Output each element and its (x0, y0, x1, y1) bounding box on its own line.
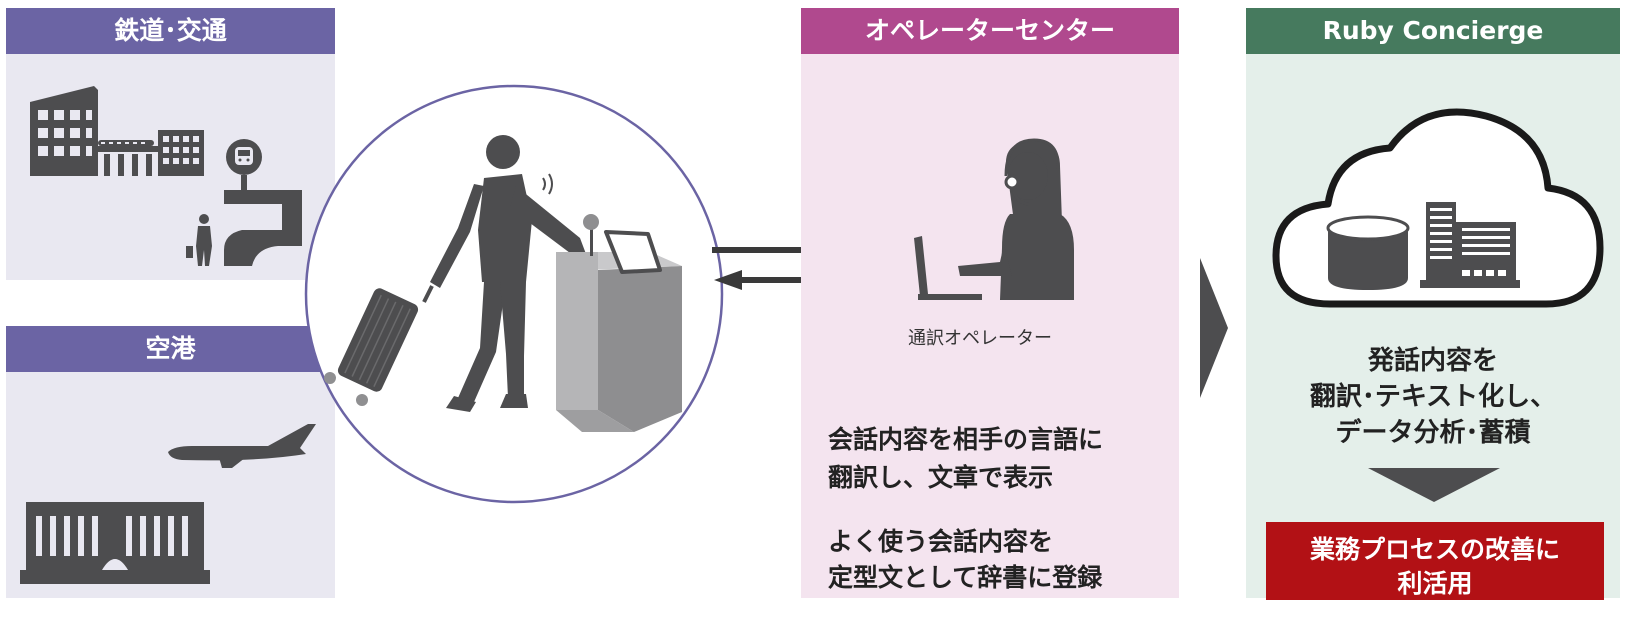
result-box (1266, 522, 1604, 600)
operator-center-panel (801, 54, 1179, 598)
airport-header: 空港 (6, 326, 335, 372)
railway-header: 鉄道･交通 (6, 8, 335, 54)
airport-scene-icon (20, 424, 316, 584)
railway-scene-icon (30, 86, 302, 266)
operator-desc-2-line-2: 定型文として辞書に登録 (828, 563, 1103, 592)
operator-label: 通訳オペレーター (908, 328, 1052, 349)
railway-title: 鉄道･交通 (114, 16, 227, 45)
result-line-2: 利活用 (1397, 569, 1473, 598)
result-line-1: 業務プロセスの改善に (1309, 535, 1560, 564)
ruby-concierge-title: Ruby Concierge (1322, 16, 1544, 45)
operator-center-title: オペレーターセンター (864, 16, 1115, 45)
ruby-concierge-header: Ruby Concierge (1246, 8, 1620, 54)
airport-title: 空港 (145, 334, 196, 363)
ruby-desc-line-2: 翻訳･テキスト化し、 (1309, 382, 1557, 412)
operator-desc-1-line-2: 翻訳し、文章で表示 (828, 463, 1054, 492)
operator-desc-1-line-1: 会話内容を相手の言語に (828, 425, 1104, 454)
ruby-desc-line-1: 発話内容を (1367, 346, 1498, 376)
operator-center-header: オペレーターセンター (801, 8, 1179, 54)
ruby-desc-line-3: データ分析･蓄積 (1335, 418, 1531, 448)
operator-desc-2-line-1: よく使う会話内容を (828, 527, 1054, 556)
